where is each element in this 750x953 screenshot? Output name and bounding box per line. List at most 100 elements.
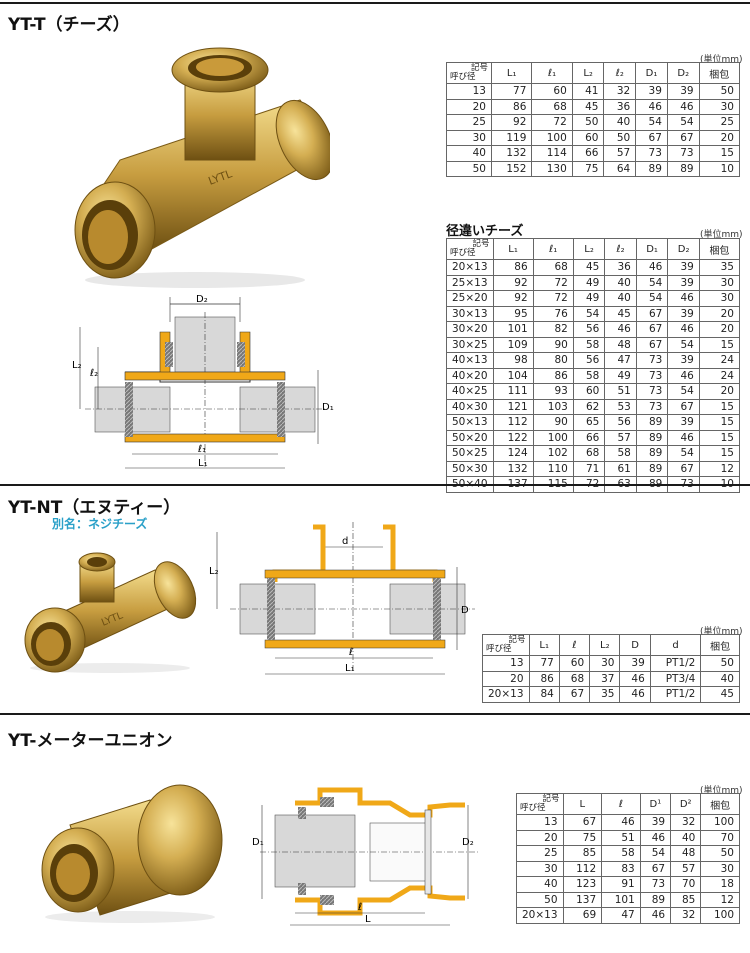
table-cell: 103	[532, 398, 574, 415]
table-cell: 86	[532, 367, 574, 384]
table-cell: 46	[667, 321, 700, 338]
table-cell: 40×25	[446, 383, 494, 400]
table-cell: 111	[492, 383, 534, 400]
table-cell: 73	[635, 367, 669, 384]
column-header: d	[649, 634, 702, 656]
dim-label-d-outer: D	[461, 605, 469, 616]
dim-label-ell: ℓ	[349, 647, 353, 658]
table-cell: 49	[604, 367, 637, 384]
table-cell: 20	[698, 305, 741, 322]
table-cell: 70	[670, 876, 702, 893]
table-cell: 89	[635, 445, 669, 462]
table-cell: 73	[635, 352, 669, 369]
table-cell: 49	[572, 274, 606, 291]
table-cell: 84	[528, 686, 560, 703]
table-cell: 101	[601, 891, 641, 908]
table-cell: 102	[532, 445, 574, 462]
table-cell: 20	[698, 383, 741, 400]
table-cell: 20×13	[446, 259, 494, 276]
table-cell: 73	[635, 145, 668, 162]
table-cell: 54	[639, 845, 672, 862]
table-cell: 100	[700, 814, 740, 831]
table-cell: 73	[666, 145, 700, 162]
table-cell: 72	[532, 274, 574, 291]
table-cell: 18	[700, 876, 740, 893]
table-cell: 32	[603, 83, 637, 100]
table-cell: 67	[635, 336, 669, 353]
table-cell: 91	[601, 876, 641, 893]
table-cell: 112	[492, 414, 534, 431]
table-cell: 124	[492, 445, 534, 462]
table-cell: 20	[516, 829, 564, 846]
table-cell: 137	[562, 891, 603, 908]
table-cell: 10	[698, 160, 741, 177]
table-cell: 68	[531, 98, 573, 115]
yt-t-cross-section-diagram: D₂ L₂ ℓ₂ D₁ ℓ₁ L₁	[70, 292, 340, 477]
table-cell: 39	[667, 305, 700, 322]
column-header: L₂	[572, 238, 606, 260]
table-cell: 58	[601, 845, 641, 862]
table-cell: 30	[700, 860, 740, 877]
table-cell: 40	[604, 290, 637, 307]
table-cell: 132	[490, 145, 533, 162]
dim-label-l1: L₁	[198, 458, 208, 469]
section-subtitle-alias: 別名：ネジチーズ	[52, 517, 148, 531]
table-cell: 82	[532, 321, 574, 338]
table-cell: 62	[572, 398, 606, 415]
table-cell: 85	[562, 845, 603, 862]
table-cell: 24	[698, 352, 741, 369]
table-cell: PT1/2	[649, 655, 702, 672]
table-cell: 104	[492, 367, 534, 384]
table-unit: (単位mm)	[700, 627, 743, 637]
dim-label-d2: D₂	[196, 294, 208, 305]
column-header: D²	[670, 793, 702, 815]
table-cell: 121	[492, 398, 534, 415]
table-cell: 24	[698, 367, 741, 384]
reducing-tee-title: 径違いチーズ	[446, 224, 524, 239]
table-cell: 50	[446, 160, 492, 177]
dim-label-d2: D₂	[462, 837, 474, 848]
table-cell: 119	[490, 129, 533, 146]
table-cell: 40	[603, 114, 637, 131]
table-cell: 54	[635, 290, 669, 307]
table-cell: 92	[492, 274, 534, 291]
table-cell: 56	[604, 414, 637, 431]
column-header: D	[619, 634, 651, 656]
table-cell: 152	[490, 160, 533, 177]
table-cell: 30	[446, 129, 492, 146]
table-cell: 39	[667, 352, 700, 369]
table-cell: 73	[635, 383, 669, 400]
table-cell: 67	[667, 460, 700, 477]
table-cell: 50×30	[446, 460, 494, 477]
table-cell: 40	[670, 829, 702, 846]
table-cell: 58	[572, 367, 606, 384]
table-cell: 39	[667, 259, 700, 276]
table-cell: 50×20	[446, 429, 494, 446]
table-cell: 46	[635, 98, 668, 115]
column-header: L₁	[528, 634, 560, 656]
table-cell: 54	[666, 114, 700, 131]
column-header: 梱包	[698, 62, 741, 84]
table-cell: 67	[666, 129, 700, 146]
table-cell: 68	[532, 259, 574, 276]
table-cell: 50×25	[446, 445, 494, 462]
table-cell: 39	[666, 83, 700, 100]
table-cell: 36	[604, 259, 637, 276]
table-cell: 35	[698, 259, 741, 276]
table-cell: 67	[635, 305, 669, 322]
table-corner-header: 記号呼び径	[446, 238, 494, 260]
table-cell: 46	[639, 907, 672, 924]
table-cell: 67	[635, 129, 668, 146]
table-cell: 67	[635, 321, 669, 338]
